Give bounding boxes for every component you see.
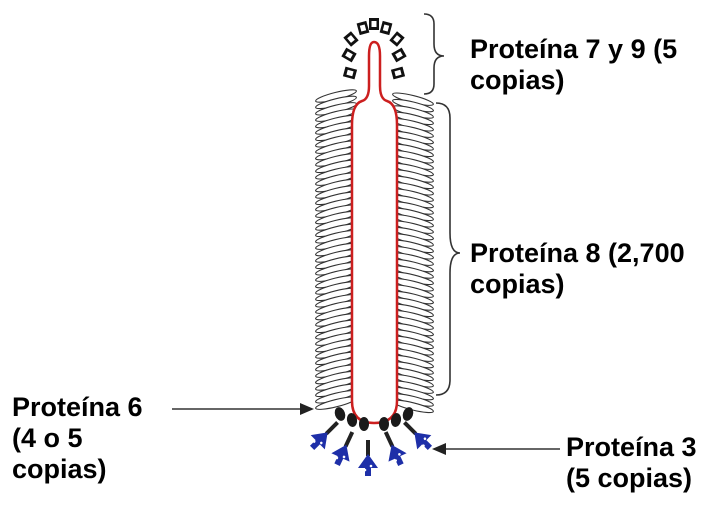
label-protein-7-9-line2: copias)	[470, 65, 677, 96]
label-protein-8-line1: Proteína 8 (2,700	[470, 238, 685, 269]
label-protein-6-line3: copias)	[12, 454, 143, 485]
label-protein-6-line2: (4 o 5	[12, 423, 143, 454]
genome-outline	[352, 42, 397, 423]
label-protein-8-line2: copias)	[470, 269, 685, 300]
tip-protein	[389, 31, 404, 47]
label-protein-7-9: Proteína 7 y 9 (5 copias)	[470, 34, 677, 96]
base-subunit-protein-3	[305, 415, 345, 455]
tip-protein	[391, 67, 405, 80]
base-subunit-protein-3	[397, 415, 437, 455]
base-subunit-protein-6	[379, 417, 389, 431]
tip-protein	[343, 67, 357, 80]
base-subunit-protein-3	[358, 440, 378, 476]
base-subunit-protein-3	[377, 428, 410, 469]
label-protein-3: Proteína 3 (5 copias)	[566, 432, 697, 494]
label-protein-8: Proteína 8 (2,700 copias)	[470, 238, 685, 300]
brace-protein-7-9	[424, 14, 444, 94]
tip-protein	[369, 18, 379, 30]
label-protein-3-line2: (5 copias)	[566, 463, 697, 494]
label-protein-6: Proteína 6 (4 o 5 copias)	[12, 392, 143, 485]
tip-protein	[343, 31, 358, 47]
base-subunit-protein-6	[333, 406, 347, 423]
brace-protein-8	[436, 103, 460, 395]
arrowhead-protein-3	[432, 443, 446, 455]
label-protein-6-line1: Proteína 6	[12, 392, 143, 423]
arrowhead-protein-6	[300, 403, 314, 415]
tip-protein	[357, 21, 370, 35]
tip-protein	[391, 48, 406, 63]
label-protein-7-9-line1: Proteína 7 y 9 (5	[470, 34, 677, 65]
base-subunit-protein-6	[359, 417, 369, 431]
tip-protein	[341, 48, 356, 63]
base-subunit-protein-3	[328, 428, 361, 469]
tip-protein	[380, 21, 393, 35]
label-protein-3-line1: Proteína 3	[566, 432, 697, 463]
